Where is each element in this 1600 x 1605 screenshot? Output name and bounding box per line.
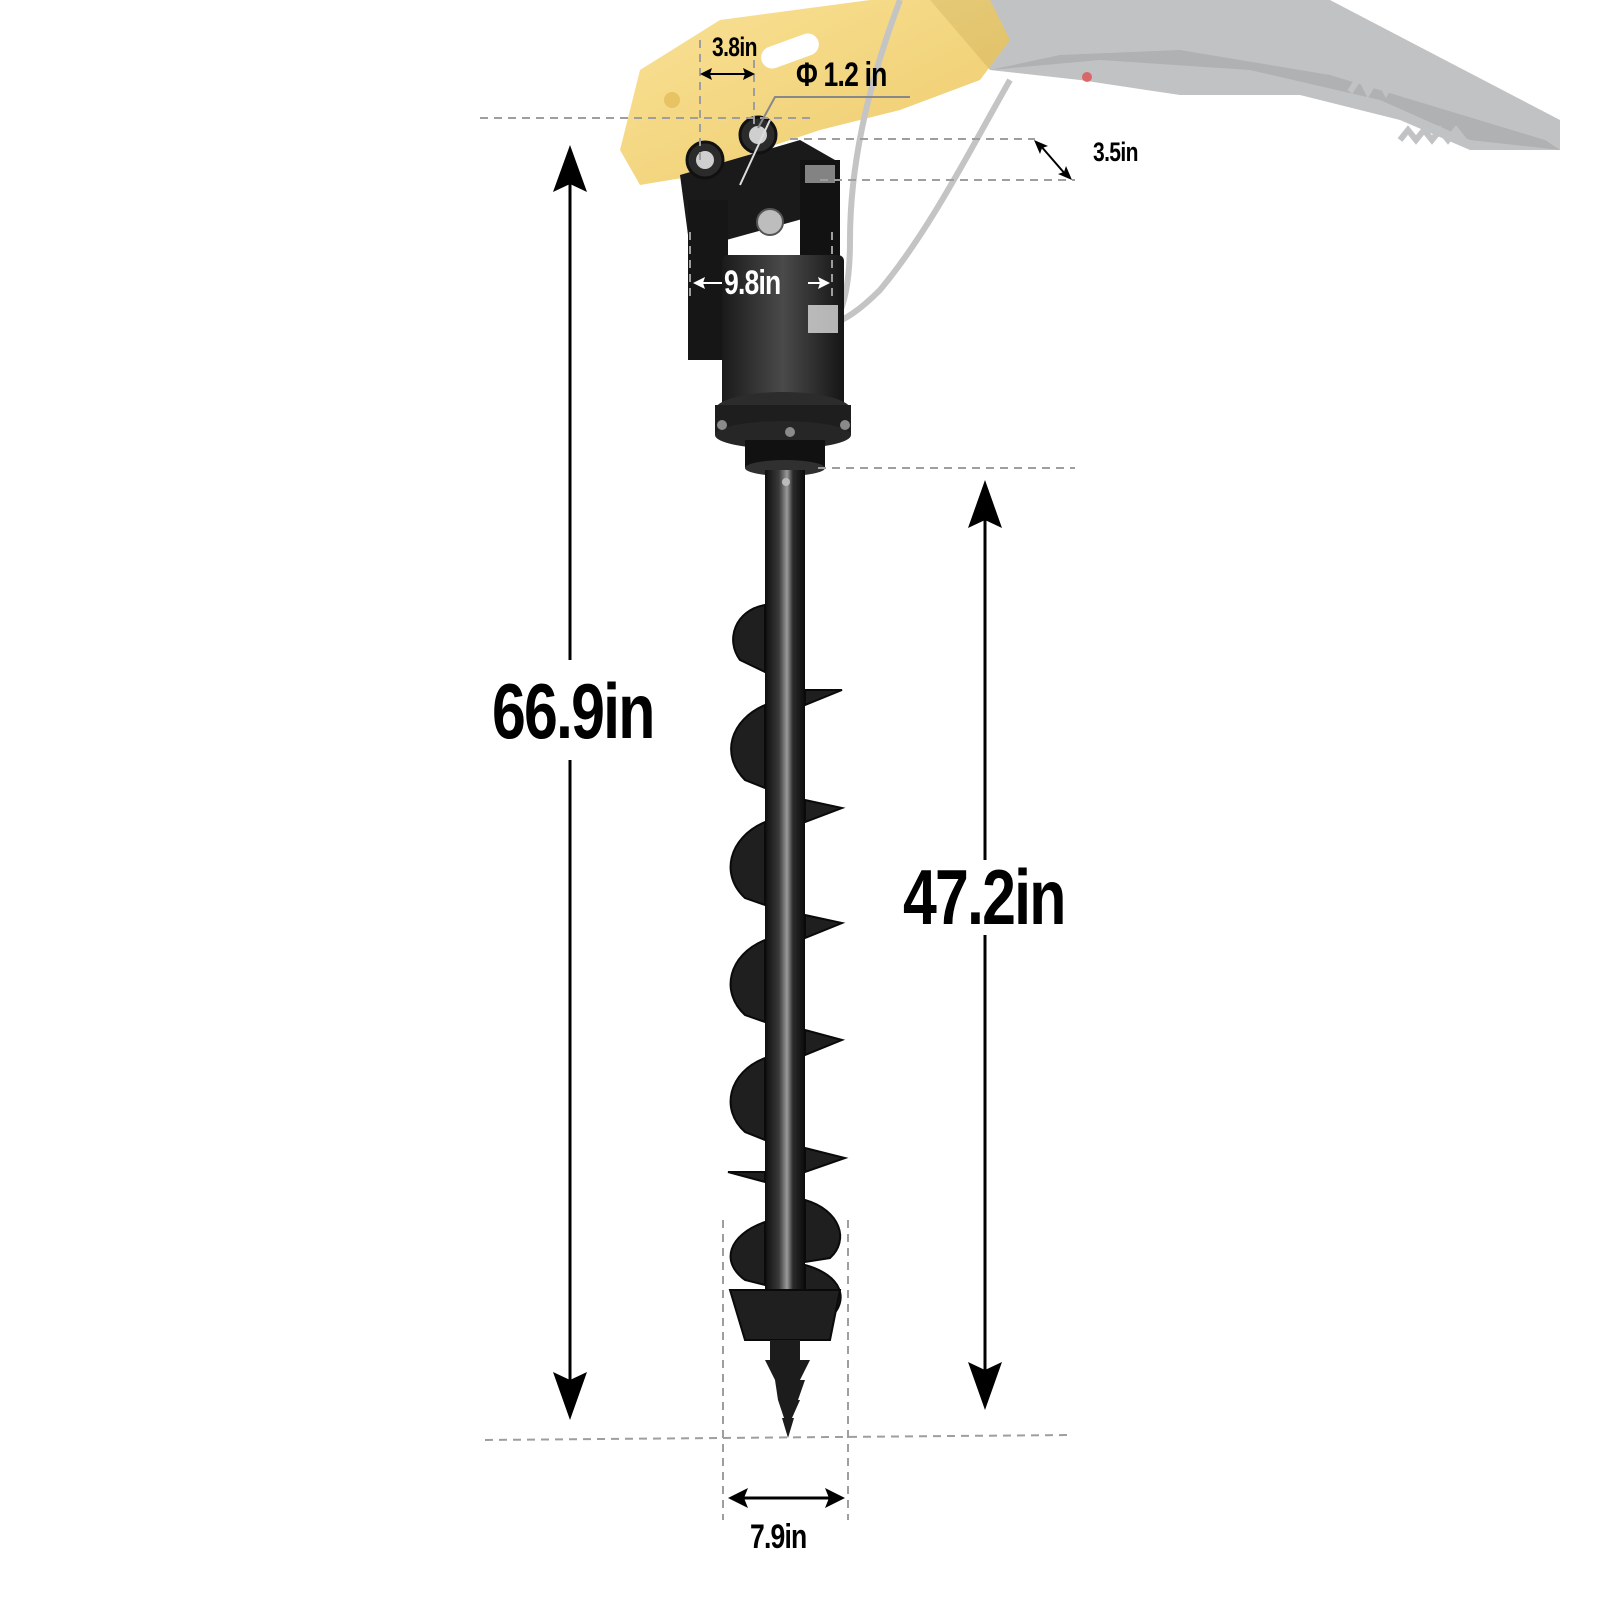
bracket-width-label: 9.8in xyxy=(724,264,781,302)
arrow-up-icon xyxy=(968,480,1002,528)
dimension-arrows xyxy=(553,68,1072,1508)
pin-diameter-label: Φ 1.2 in xyxy=(796,56,887,94)
auger-shaft xyxy=(765,470,805,1330)
arrow-up-icon xyxy=(553,145,587,192)
auger-flighting xyxy=(727,603,849,1341)
excavator-arm xyxy=(930,0,1560,150)
arrow-down-icon xyxy=(968,1362,1002,1410)
dashed-guides xyxy=(480,40,1075,1520)
pilot-bit xyxy=(765,1340,810,1438)
red-indicator-icon xyxy=(1082,72,1092,82)
arrow-down-icon xyxy=(553,1372,587,1420)
hydraulic-hose-2 xyxy=(828,78,1013,328)
yellow-coupler xyxy=(620,0,1010,185)
auger-length-label: 47.2in xyxy=(903,853,1066,941)
overall-length-label: 66.9in xyxy=(492,667,655,755)
pin-spacing-label: 3.8in xyxy=(712,32,757,62)
auger-diameter-label: 7.9in xyxy=(750,1518,807,1556)
bracket-height-label: 3.5in xyxy=(1093,137,1138,167)
